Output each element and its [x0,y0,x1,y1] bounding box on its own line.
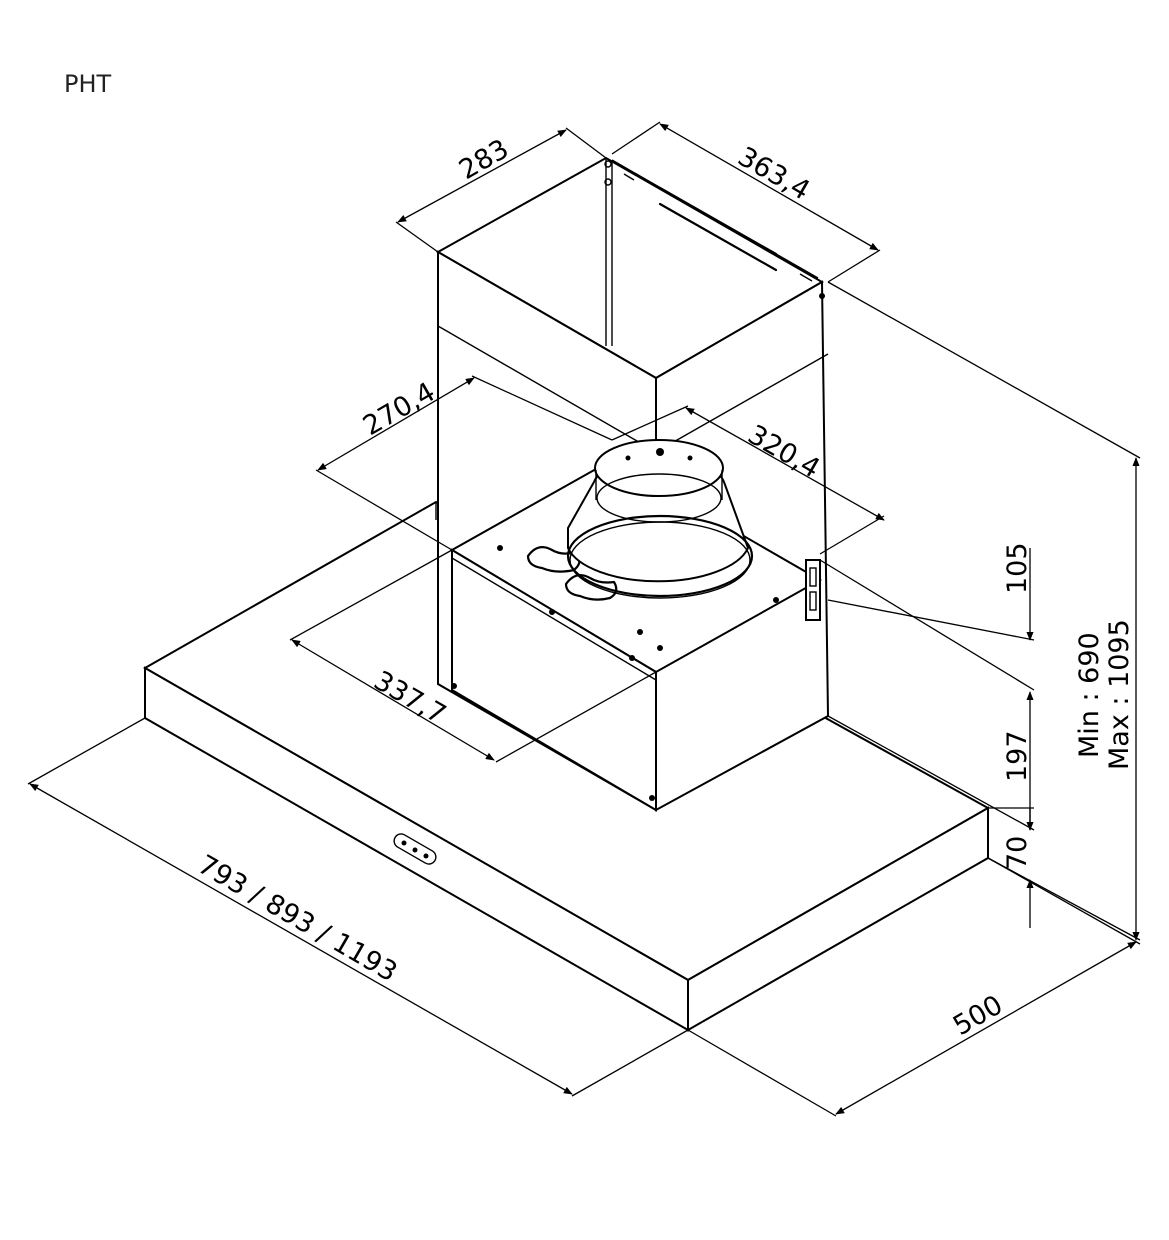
model-label: PHT [64,70,112,98]
dim-hood-depth: 500 [948,989,1008,1042]
dim-overlap: 105 [1002,542,1033,594]
dim-hood-widths: 793 / 893 / 1193 [193,849,403,988]
extension-lines [27,121,1141,1117]
dim-inner-depth: 270,4 [358,377,440,442]
dim-chimney-depth: 283 [454,133,514,186]
dim-chimney-width: 363,4 [733,141,815,206]
dim-canopy-height: 70 [1002,836,1033,870]
dim-max-height: Max : 1095 [1104,619,1135,770]
dimension-lines [29,123,1140,1115]
dim-motor-height: 197 [1002,730,1033,782]
dim-min-height: Min : 690 [1074,632,1105,758]
